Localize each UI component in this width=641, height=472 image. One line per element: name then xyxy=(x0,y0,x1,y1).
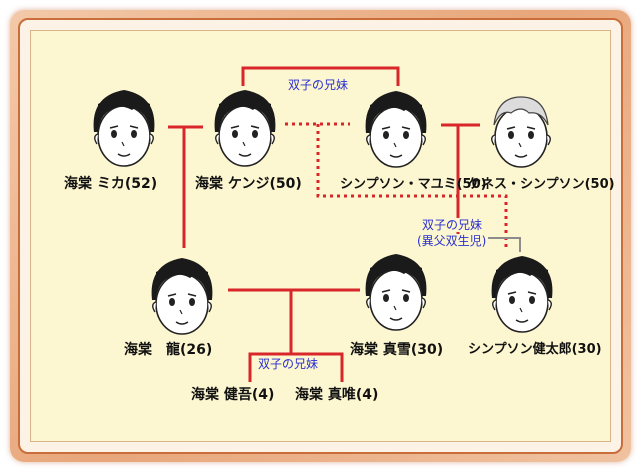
name-kentaro: シンプソン健太郎(30) xyxy=(468,342,602,357)
name-ryu: 海棠 龍(26) xyxy=(124,342,213,358)
name-kengo: 海棠 健吾(4) xyxy=(191,387,275,403)
name-mika: 海棠 ミカ(52) xyxy=(64,176,158,192)
twins-bracket-bottom xyxy=(248,352,344,382)
note-twins-mid: 双子の兄妹 xyxy=(420,218,485,232)
name-mayuki: 海棠 真雪(30) xyxy=(350,342,444,358)
twins-bracket-top xyxy=(241,66,400,86)
note-twins-top: 双子の兄妹 xyxy=(286,78,351,92)
note-twins-bottom: 双子の兄妹 xyxy=(256,357,321,371)
name-kenneth: ケネス・シンプソン(50) xyxy=(468,177,615,192)
name-mayumi: シンプソン・マユミ(50) xyxy=(340,177,487,192)
face-ryu-icon xyxy=(150,257,214,335)
face-kenji-icon xyxy=(213,89,277,167)
name-mayui: 海棠 真唯(4) xyxy=(295,387,379,403)
face-kentaro-icon xyxy=(490,255,554,333)
face-kenneth-icon xyxy=(490,96,552,168)
face-mayuki-icon xyxy=(364,253,428,331)
note-twins-mid-sub: (異父双生児) xyxy=(415,234,489,248)
face-mayumi-icon xyxy=(364,90,428,168)
name-kenji: 海棠 ケンジ(50) xyxy=(195,176,302,192)
face-mika-icon xyxy=(92,89,156,167)
dotted-line-kentaro xyxy=(316,124,508,250)
